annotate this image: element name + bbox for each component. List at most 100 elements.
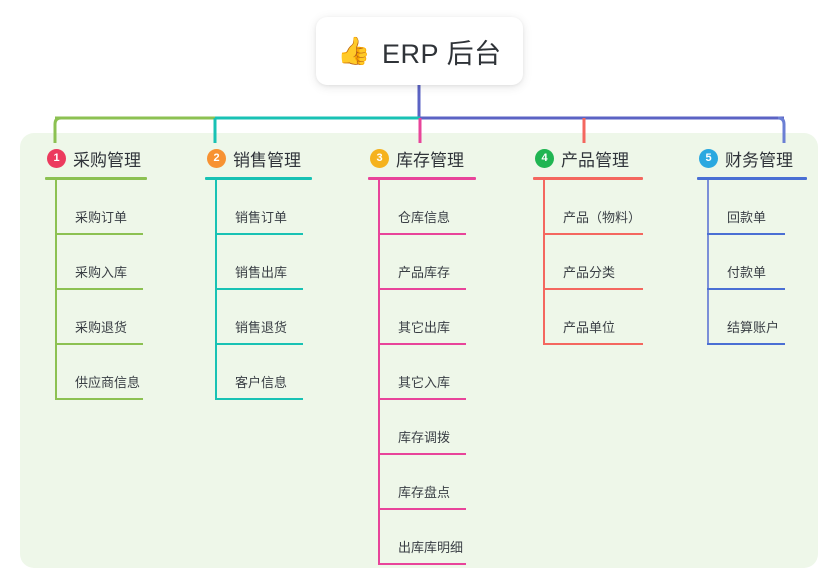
content-panel <box>20 133 818 568</box>
branch-title: 库存管理 <box>396 150 464 170</box>
leaf-underline <box>707 343 785 345</box>
leaf-item[interactable]: 客户信息 <box>205 345 312 400</box>
leaf-item[interactable]: 出库库明细 <box>368 510 476 565</box>
leaf-label: 产品（物料） <box>563 210 642 225</box>
leaf-underline <box>543 288 643 290</box>
branch-spine <box>215 180 217 400</box>
leaf-label: 销售订单 <box>235 210 288 225</box>
branch-title: 销售管理 <box>233 150 301 170</box>
leaf-item[interactable]: 产品库存 <box>368 235 476 290</box>
leaf-underline <box>215 288 303 290</box>
leaf-underline <box>55 233 143 235</box>
leaf-label: 回款单 <box>727 210 767 225</box>
branch-number-badge: 2 <box>207 148 226 168</box>
leaf-item[interactable]: 库存调拨 <box>368 400 476 455</box>
branch-header-underline <box>205 177 312 180</box>
leaf-underline <box>215 343 303 345</box>
branch-leaf-list: 销售订单销售出库销售退货客户信息 <box>205 180 312 400</box>
leaf-underline <box>215 233 303 235</box>
leaf-underline <box>378 343 466 345</box>
branch-spine <box>55 180 57 400</box>
leaf-underline <box>378 453 466 455</box>
leaf-underline <box>55 288 143 290</box>
branch-leaf-list: 产品（物料） 产品分类产品单位 <box>533 180 643 345</box>
leaf-label: 其它入库 <box>398 375 451 390</box>
leaf-underline <box>378 233 466 235</box>
branch-column-3: 3 库存管理仓库信息产品库存其它出库其它入库库存调拨库存盘点出库库明细 <box>368 145 476 565</box>
branch-leaf-list: 采购订单采购入库采购退货供应商信息 <box>45 180 147 400</box>
leaf-label: 付款单 <box>727 265 767 280</box>
branch-spine <box>543 180 545 345</box>
leaf-underline <box>55 398 143 400</box>
leaf-underline <box>378 508 466 510</box>
leaf-item[interactable]: 结算账户 <box>697 290 807 345</box>
branch-title: 采购管理 <box>73 150 141 170</box>
leaf-item[interactable]: 回款单 <box>697 180 807 235</box>
leaf-label: 采购入库 <box>75 265 128 280</box>
leaf-item[interactable]: 销售出库 <box>205 235 312 290</box>
branch-header-2[interactable]: 2 销售管理 <box>205 145 312 171</box>
branch-header-3[interactable]: 3 库存管理 <box>368 145 476 171</box>
leaf-label: 结算账户 <box>727 320 780 335</box>
leaf-label: 销售出库 <box>235 265 288 280</box>
branch-title: 产品管理 <box>561 150 629 170</box>
leaf-item[interactable]: 产品（物料） <box>533 180 643 235</box>
leaf-label: 产品库存 <box>398 265 451 280</box>
leaf-label: 仓库信息 <box>398 210 451 225</box>
leaf-label: 出库库明细 <box>398 540 464 555</box>
branch-spine <box>707 180 709 345</box>
leaf-item[interactable]: 其它入库 <box>368 345 476 400</box>
branch-column-2: 2 销售管理销售订单销售出库销售退货客户信息 <box>205 145 312 400</box>
branch-number-badge: 3 <box>370 148 389 168</box>
leaf-item[interactable]: 其它出库 <box>368 290 476 345</box>
branch-number-badge: 1 <box>47 148 66 168</box>
root-node-card[interactable]: 👍 ERP 后台 <box>316 17 523 85</box>
leaf-item[interactable]: 供应商信息 <box>45 345 147 400</box>
branch-header-underline <box>45 177 147 180</box>
leaf-item[interactable]: 销售退货 <box>205 290 312 345</box>
leaf-label: 销售退货 <box>235 320 288 335</box>
leaf-underline <box>215 398 303 400</box>
leaf-label: 产品单位 <box>563 320 616 335</box>
leaf-label: 采购退货 <box>75 320 128 335</box>
leaf-label: 采购订单 <box>75 210 128 225</box>
leaf-label: 供应商信息 <box>75 375 141 390</box>
leaf-item[interactable]: 产品分类 <box>533 235 643 290</box>
root-node-content: 👍 ERP 后台 <box>337 32 501 71</box>
leaf-item[interactable]: 产品单位 <box>533 290 643 345</box>
leaf-underline <box>543 233 643 235</box>
root-node-title: ERP 后台 <box>382 38 502 69</box>
branch-number-badge: 5 <box>699 148 718 168</box>
branch-header-underline <box>368 177 476 180</box>
leaf-item[interactable]: 付款单 <box>697 235 807 290</box>
branch-header-underline <box>697 177 807 180</box>
branch-header-underline <box>533 177 643 180</box>
leaf-underline <box>55 343 143 345</box>
leaf-item[interactable]: 仓库信息 <box>368 180 476 235</box>
leaf-underline <box>378 288 466 290</box>
leaf-underline <box>378 398 466 400</box>
branch-header-1[interactable]: 1 采购管理 <box>45 145 147 171</box>
branch-leaf-list: 仓库信息产品库存其它出库其它入库库存调拨库存盘点出库库明细 <box>368 180 476 565</box>
leaf-item[interactable]: 库存盘点 <box>368 455 476 510</box>
leaf-item[interactable]: 采购退货 <box>45 290 147 345</box>
branch-header-4[interactable]: 4 产品管理 <box>533 145 643 171</box>
branch-number-badge: 4 <box>535 148 554 168</box>
leaf-underline <box>707 288 785 290</box>
leaf-underline <box>707 233 785 235</box>
thumbs-up-icon: 👍 <box>337 35 372 66</box>
branch-column-4: 4 产品管理产品（物料） 产品分类产品单位 <box>533 145 643 345</box>
leaf-underline <box>378 563 466 565</box>
leaf-label: 其它出库 <box>398 320 451 335</box>
leaf-item[interactable]: 采购入库 <box>45 235 147 290</box>
branch-leaf-list: 回款单付款单结算账户 <box>697 180 807 345</box>
leaf-label: 客户信息 <box>235 375 288 390</box>
leaf-item[interactable]: 采购订单 <box>45 180 147 235</box>
leaf-label: 产品分类 <box>563 265 616 280</box>
leaf-label: 库存调拨 <box>398 430 451 445</box>
leaf-item[interactable]: 销售订单 <box>205 180 312 235</box>
